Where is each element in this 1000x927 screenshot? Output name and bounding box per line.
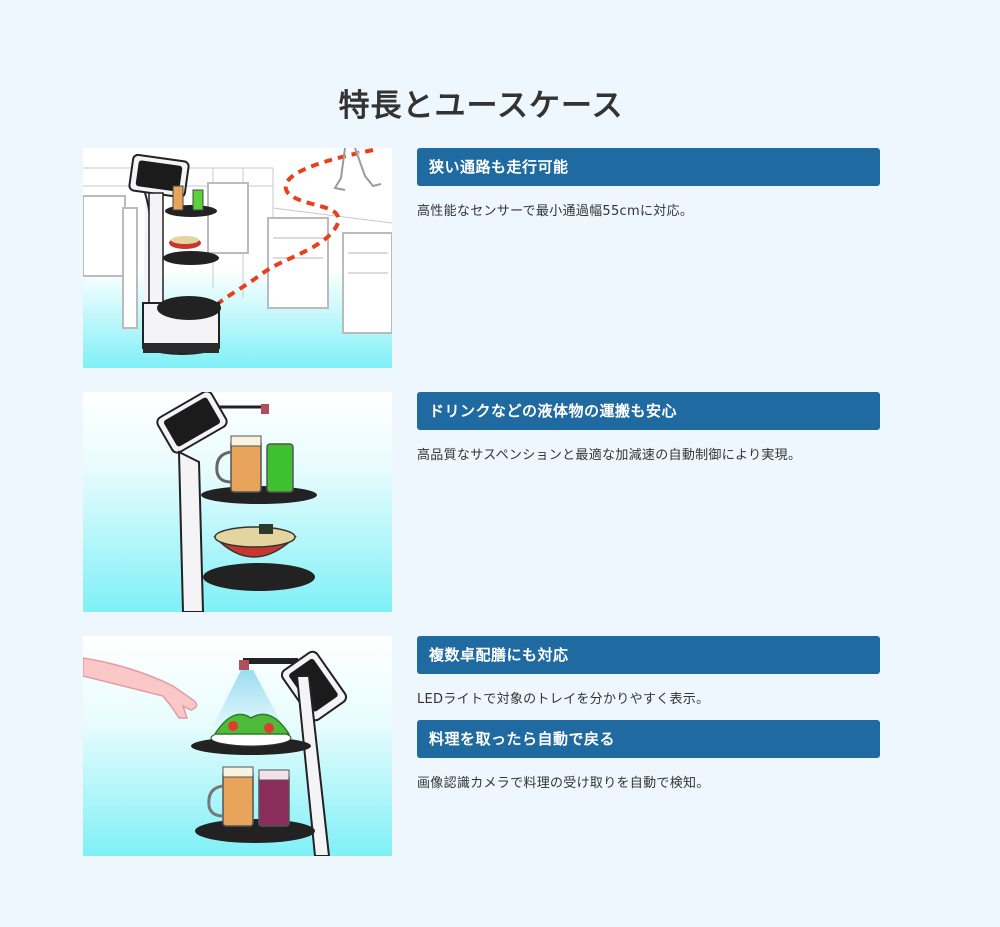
feature-liquid-transport: ドリンクなどの液体物の運搬も安心 高品質なサスペンションと最適な加減速の自動制御… (83, 392, 880, 612)
robot-drinks-illustration (83, 392, 392, 612)
feature-narrow-aisle: 狭い通路も走行可能 高性能なセンサーで最小通過幅55cmに対応。 (83, 148, 880, 368)
feature-heading-liquid-transport: ドリンクなどの液体物の運搬も安心 (417, 392, 880, 430)
feature-description-liquid-transport: 高品質なサスペンションと最適な加減速の自動制御により実現。 (417, 448, 802, 463)
feature-multi-table: 複数卓配膳にも対応 LEDライトで対象のトレイを分かりやすく表示。 料理を取った… (83, 636, 880, 856)
page-title: 特長とユースケース (338, 88, 624, 124)
robot-narrow-aisle-illustration (83, 148, 392, 368)
feature-heading-auto-return: 料理を取ったら自動で戻る (417, 720, 880, 758)
robot-led-tray-illustration (83, 636, 392, 856)
feature-description-narrow-aisle: 高性能なセンサーで最小通過幅55cmに対応。 (417, 204, 694, 219)
feature-description-multi-table: LEDライトで対象のトレイを分かりやすく表示。 (417, 692, 710, 707)
feature-description-auto-return: 画像認識カメラで料理の受け取りを自動で検知。 (417, 776, 710, 791)
feature-heading-narrow-aisle: 狭い通路も走行可能 (417, 148, 880, 186)
feature-heading-multi-table: 複数卓配膳にも対応 (417, 636, 880, 674)
